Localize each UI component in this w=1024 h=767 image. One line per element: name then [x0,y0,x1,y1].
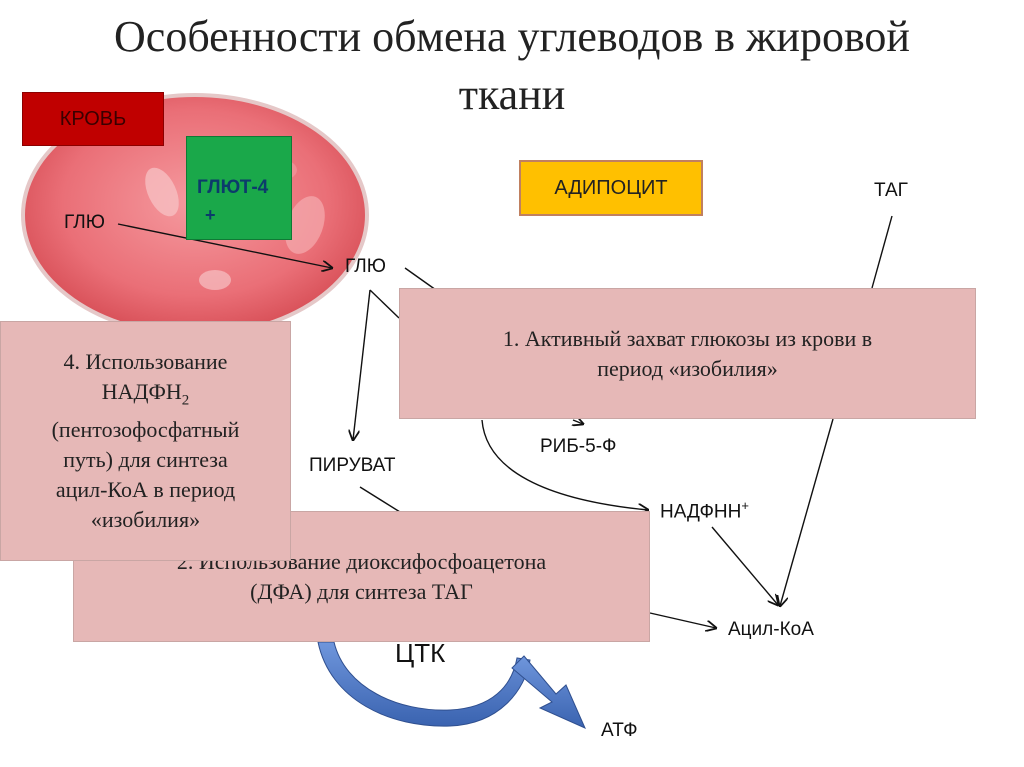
nadfnh-text: НАДФНН [660,501,742,523]
note-4-line-3: (пентозофосфатный [51,417,240,443]
arrow-nadfnh-to-acylcoa [711,526,778,605]
label-atf: АТФ [601,720,638,741]
arrow-to-nadfnh [481,419,648,510]
note-4-line-2: НАДФН2 [52,377,240,415]
glut4-plus: + [205,205,216,225]
note-4-line-1: 4. Использование [63,348,228,374]
note-4-line-6: «изобилия» [90,507,201,533]
glut4-box: ГЛЮТ-4 + [186,136,292,240]
note-1-line-2: период «изобилия» [597,355,778,381]
arrow-to-acylcoa-right [780,418,834,606]
note-4-nadph: НАДФН [101,378,182,404]
adipocyte-box: АДИПОЦИТ [519,160,703,216]
label-glu-cell: ГЛЮ [345,256,386,277]
title-line-1: Особенности обмена углеводов в жировой [114,12,910,61]
nadfnh-superscript: + [741,498,749,513]
note-1-line-1: 1. Активный захват глюкозы из крови в [502,325,873,351]
arrow-tag-down [871,215,893,289]
arrow-to-acylcoa-left [649,612,716,628]
note-glucose-uptake: 1. Активный захват глюкозы из крови в пе… [399,288,976,419]
arrow-glu-to-pentose [404,267,437,291]
title-line-2: ткани [458,70,566,119]
glut4-label: ГЛЮТ-4 [197,177,269,198]
label-tag: ТАГ [874,180,908,201]
ctk-cycle-arrow [317,641,586,729]
note-4-line-5: ацил-КоА в период [55,477,236,503]
arrow-glu-to-piruvat [353,289,371,440]
note-nadph-usage: 4. Использование НАДФН2 (пентозофосфатны… [0,321,291,561]
note-4-subscript: 2 [181,392,190,409]
note-2-line-2: (ДФА) для синтеза ТАГ [250,578,473,604]
slide-title: Особенности обмена углеводов в жировой т… [20,8,1004,124]
arrow-piruvat-down [359,486,401,513]
label-acyl-coa: Ацил-КоА [728,619,814,640]
label-glu-blood: ГЛЮ [64,212,105,233]
label-nadfnh: НАДФНН+ [660,498,749,523]
label-rib5f: РИБ-5-Ф [540,436,617,457]
blood-box: КРОВЬ [22,92,164,146]
arrow-glu-in [117,223,332,268]
label-piruvat: ПИРУВАТ [309,455,396,476]
arrow-glu-branch [369,289,400,319]
note-4-line-4: путь) для синтеза [63,447,228,473]
label-ctk: ЦТК [395,638,446,668]
arrow-to-rib5f [573,420,583,424]
